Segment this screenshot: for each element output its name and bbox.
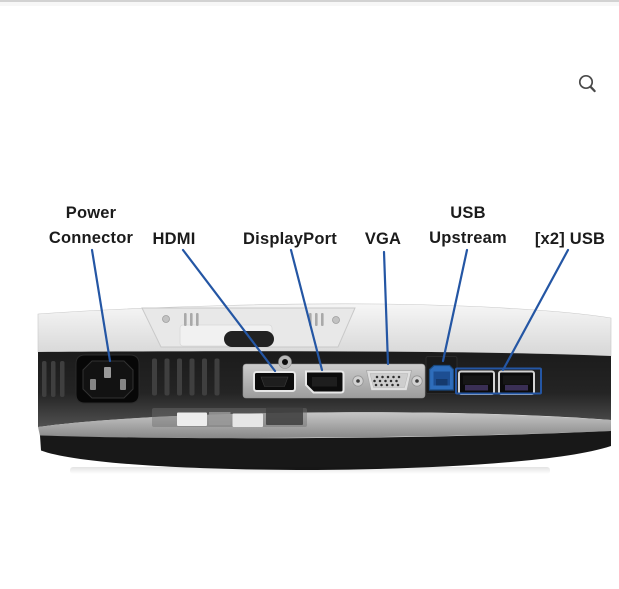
power-connector-port (75, 354, 140, 404)
bottom-bezel (40, 431, 611, 470)
mount-vent-slots (184, 313, 324, 326)
mount-screw-hole-left (162, 315, 170, 323)
page-top-border (0, 0, 619, 2)
vga-pin-holes (373, 375, 401, 387)
label-usb-upstream: USB Upstream (429, 201, 507, 251)
usb-port-2 (498, 370, 535, 395)
sticker-labels (152, 407, 307, 427)
label-power-connector: Power Connector (49, 201, 133, 251)
annotation-line-usb-x2 (501, 248, 570, 372)
stand-latch-handle (224, 331, 274, 347)
vga-port (352, 370, 423, 391)
label-usb-upstream-line2: Upstream (429, 229, 507, 247)
page-top-border-inner (0, 2, 619, 6)
hdmi-port (253, 371, 296, 392)
plate-screw-hole (282, 359, 288, 365)
annotation-line-vga (382, 250, 390, 366)
annotation-line-usb-upstream (441, 248, 469, 363)
label-usb-upstream-line1: USB (450, 204, 486, 222)
label-usb-x2: [x2] USB (534, 230, 606, 248)
usb-port-1 (458, 370, 495, 395)
annotation-line-displayport (289, 248, 324, 372)
label-hdmi: HDMI (152, 230, 196, 248)
label-displayport: DisplayPort (243, 230, 337, 248)
annotation-line-power (90, 248, 112, 363)
usb-upstream-port (425, 356, 458, 394)
label-power-line1: Power (65, 204, 117, 222)
usb-ports-highlight-box (455, 367, 542, 395)
label-vga: VGA (364, 230, 402, 248)
mount-screw-hole-right (332, 316, 340, 324)
floor-shadow (70, 467, 550, 474)
stand-mount-recess (141, 307, 356, 348)
search-icon (578, 74, 596, 93)
label-power-line2: Connector (48, 229, 134, 247)
search-button[interactable] (573, 69, 601, 97)
annotation-line-hdmi (181, 248, 277, 373)
vent-slots (42, 358, 220, 397)
displayport-port (305, 370, 345, 394)
